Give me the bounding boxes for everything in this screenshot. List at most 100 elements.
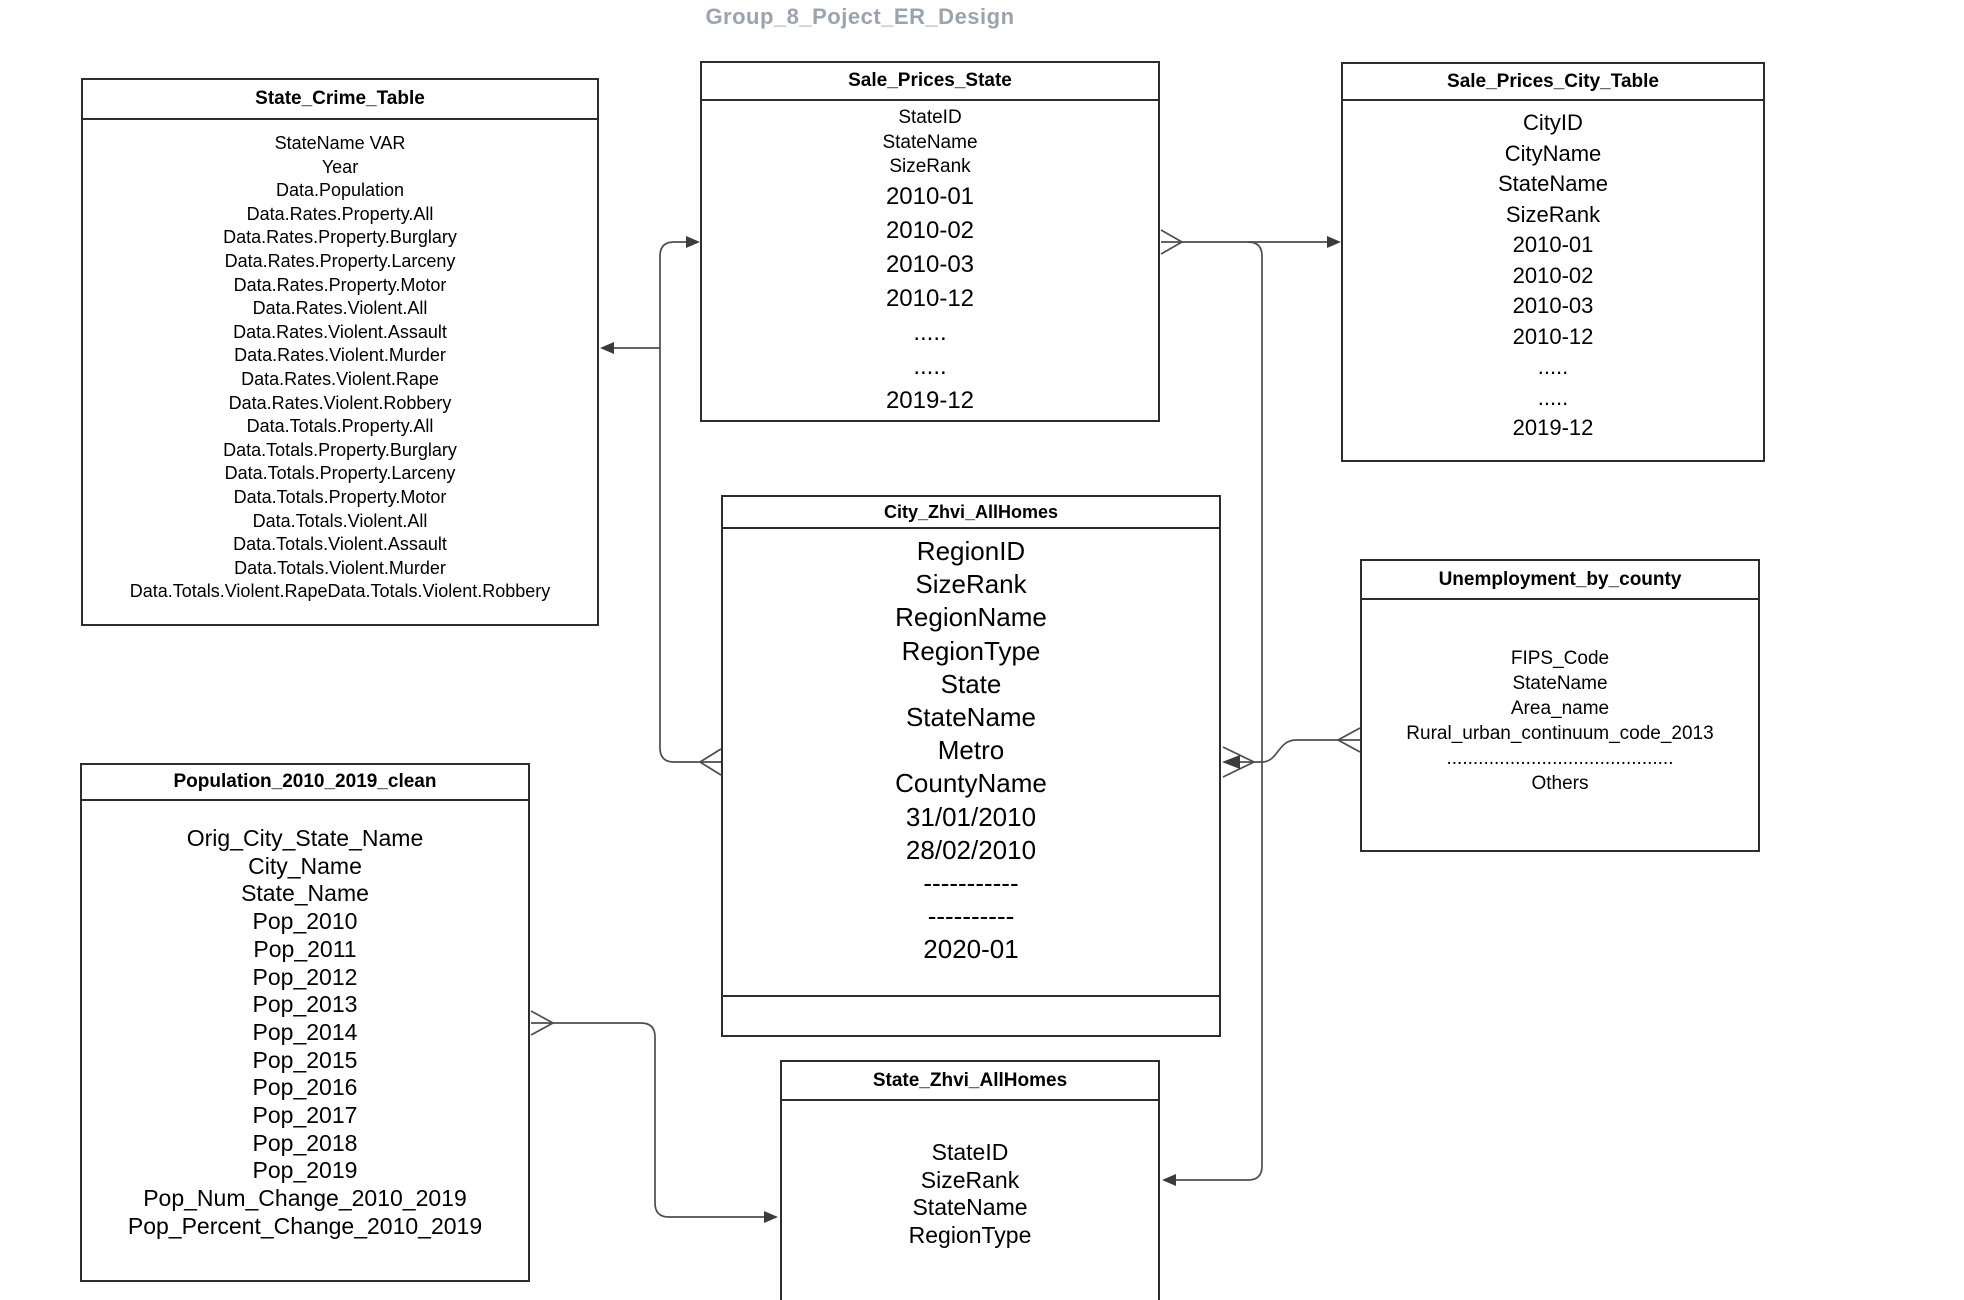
entity-field: StateName bbox=[1512, 673, 1608, 694]
crowfoot-icon bbox=[699, 748, 722, 776]
entity-field: Pop_2015 bbox=[252, 1046, 358, 1073]
entity-field: 2010-12 bbox=[885, 284, 975, 312]
arrowhead-icon bbox=[686, 236, 700, 248]
entity-field: Others bbox=[1531, 773, 1589, 794]
entity-field: Pop_2013 bbox=[252, 991, 358, 1018]
entity-title: Sale_Prices_City_Table bbox=[1343, 64, 1763, 101]
entity-field: Pop_2019 bbox=[252, 1157, 358, 1184]
entity-field: Data.Rates.Violent.Murder bbox=[234, 345, 446, 366]
entity-field: Data.Rates.Property.Motor bbox=[233, 274, 447, 295]
entity-field: 2010-03 bbox=[885, 250, 975, 278]
entity-field: ..... bbox=[1537, 384, 1569, 410]
entity-field: City_Name bbox=[248, 852, 362, 879]
entity-field: Data.Rates.Violent.All bbox=[252, 298, 428, 319]
connector-city-zhvi-junction bbox=[1222, 727, 1361, 778]
entity-field: Data.Rates.Property.Larceny bbox=[224, 250, 456, 271]
entity-field: SizeRank bbox=[920, 1166, 1020, 1193]
entity-title: State_Zhvi_AllHomes bbox=[782, 1062, 1158, 1101]
entity-population-2010-2019-clean[interactable]: Population_2010_2019_clean Orig_City_Sta… bbox=[80, 763, 530, 1282]
entity-field: 2020-01 bbox=[923, 934, 1019, 965]
entity-field: CityID bbox=[1523, 110, 1583, 135]
entity-field: ..... bbox=[1537, 354, 1569, 379]
arrowhead-icon bbox=[1327, 236, 1341, 248]
entity-field: Pop_2017 bbox=[252, 1102, 358, 1129]
arrowhead-icon bbox=[1222, 755, 1240, 769]
entity-field: StateName bbox=[912, 1194, 1028, 1220]
entity-field: Orig_City_State_Name bbox=[186, 825, 424, 851]
entity-field: StateID bbox=[931, 1139, 1009, 1165]
entity-field: Pop_2012 bbox=[252, 963, 358, 990]
entity-field: ..... bbox=[913, 318, 947, 346]
entity-field: ----------- bbox=[923, 868, 1019, 899]
entity-field: ---------- bbox=[927, 901, 1015, 932]
entity-field: Data.Totals.Property.Larceny bbox=[224, 463, 456, 484]
entity-field: Pop_Percent_Change_2010_2019 bbox=[127, 1212, 483, 1239]
entity-title: Sale_Prices_State bbox=[702, 63, 1158, 101]
entity-field: 2010-12 bbox=[1512, 323, 1594, 349]
entity-field: Pop_2014 bbox=[252, 1018, 358, 1045]
entity-field: Data.Population bbox=[275, 180, 405, 201]
entity-field: 28/02/2010 bbox=[905, 834, 1037, 865]
entity-field: Data.Rates.Violent.Robbery bbox=[228, 392, 452, 413]
entity-field: 2019-12 bbox=[1512, 415, 1594, 440]
entity-field: State bbox=[940, 668, 1002, 699]
entity-field: 2010-02 bbox=[1512, 262, 1594, 288]
s-curve-to-unemployment bbox=[1261, 739, 1338, 763]
entity-field: RegionID bbox=[916, 536, 1026, 566]
entity-field: StateID bbox=[898, 107, 962, 128]
entity-field: SizeRank bbox=[1505, 201, 1601, 227]
entity-field: StateName VAR bbox=[274, 133, 406, 153]
entity-field: Data.Totals.Violent.All bbox=[252, 510, 428, 531]
entity-field: Pop_Num_Change_2010_2019 bbox=[143, 1185, 467, 1212]
entity-field: StateName bbox=[905, 702, 1037, 733]
entity-field: 2010-01 bbox=[1512, 232, 1594, 257]
entity-field: Pop_2011 bbox=[253, 935, 357, 962]
entity-field: StateName bbox=[1497, 171, 1609, 196]
entity-field: 2019-12 bbox=[885, 386, 975, 414]
entity-field: 2010-03 bbox=[1512, 293, 1594, 318]
entity-field: CountyName bbox=[895, 768, 1047, 799]
entity-field: FIPS_Code bbox=[1510, 648, 1610, 669]
entity-field: Rural_urban_continuum_code_2013 bbox=[1406, 723, 1714, 744]
entity-field: Area_name bbox=[1510, 698, 1610, 719]
crowfoot-icon bbox=[1337, 727, 1361, 753]
entity-field: StateName bbox=[882, 131, 978, 153]
entity-field: RegionType bbox=[901, 635, 1041, 666]
entity-field: Pop_2018 bbox=[252, 1129, 358, 1156]
entity-field: Data.Totals.Violent.RapeData.Totals.Viol… bbox=[129, 581, 551, 602]
entity-field: Pop_2016 bbox=[252, 1074, 358, 1101]
entity-field: Year bbox=[321, 156, 359, 177]
entity-field: Pop_2010 bbox=[252, 908, 358, 935]
entity-title: Population_2010_2019_clean bbox=[82, 765, 528, 801]
entity-field: Metro bbox=[937, 735, 1005, 766]
entity-field: Data.Totals.Property.Motor bbox=[233, 486, 447, 507]
arrowhead-icon bbox=[1162, 1174, 1176, 1186]
crowfoot-icon bbox=[530, 1010, 554, 1036]
arrowhead-icon bbox=[764, 1211, 778, 1223]
entity-field: Data.Totals.Violent.Murder bbox=[234, 557, 446, 578]
connector-population-statezhvi bbox=[530, 1010, 778, 1223]
entity-field: ..... bbox=[913, 352, 947, 380]
entity-field: SizeRank bbox=[915, 569, 1027, 600]
entity-field: Data.Rates.Property.All bbox=[246, 203, 434, 224]
entity-title: Unemployment_by_county bbox=[1362, 561, 1758, 600]
entity-field: Data.Rates.Violent.Assault bbox=[233, 321, 447, 342]
arrowhead-icon bbox=[600, 342, 614, 354]
entity-title: State_Crime_Table bbox=[83, 80, 597, 120]
entity-field: CityName bbox=[1504, 140, 1602, 166]
entity-field: 2010-02 bbox=[885, 216, 975, 244]
entity-field: Data.Rates.Property.Burglary bbox=[223, 227, 457, 248]
